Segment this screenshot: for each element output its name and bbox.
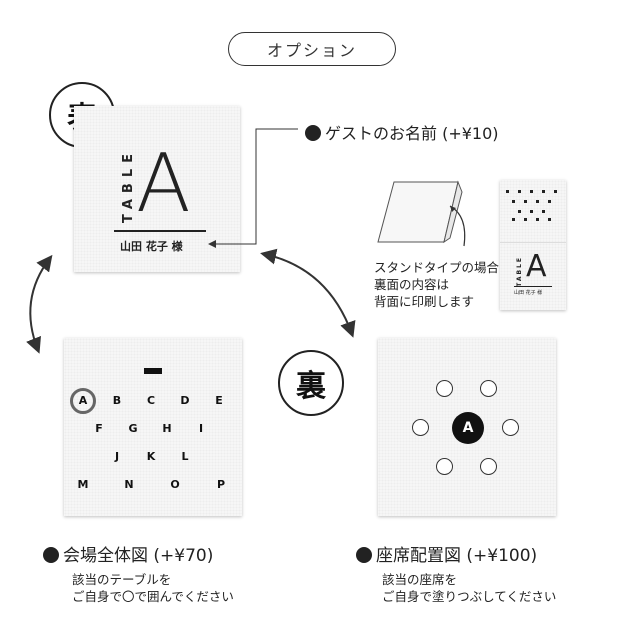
venue-table-letter: G: [128, 422, 138, 435]
front-divider: [114, 230, 206, 232]
seat-circle: [436, 380, 453, 397]
seat-map-note: 該当の座席を ご自身で塗りつぶしてください: [382, 572, 557, 604]
seat-map-callout: 座席配置図 (+¥100): [356, 541, 537, 566]
venue-map-note: 該当のテーブルを ご自身で〇で囲んでください: [72, 572, 234, 604]
seat-circle: [436, 458, 453, 475]
seat-circle: [502, 419, 519, 436]
bullet-dot: [43, 547, 59, 563]
venue-table-letter: P: [216, 478, 226, 491]
venue-table-letter: D: [180, 394, 190, 407]
venue-table-letter: H: [162, 422, 172, 435]
seat-table-center: A: [452, 412, 484, 444]
guest-name-callout: ゲストのお名前 (+¥10): [305, 120, 499, 144]
front-table-word: TABLE: [121, 148, 136, 223]
venue-table-letter: C: [146, 394, 156, 407]
front-big-letter: A: [136, 137, 191, 230]
front-guest-name: 山田 花子 様: [120, 240, 183, 253]
bullet-dot: [356, 547, 372, 563]
mini-big-letter: A: [526, 249, 547, 284]
seat-circle: [480, 458, 497, 475]
bullet-dot: [305, 125, 321, 141]
venue-table-letter: B: [112, 394, 122, 407]
venue-table-letter: J: [114, 450, 120, 463]
circled-table-ring: [70, 388, 96, 414]
back-badge: 裏: [278, 350, 344, 416]
venue-table-letter: L: [181, 450, 189, 463]
stage-bar: [144, 368, 162, 374]
venue-table-letter: E: [215, 394, 223, 407]
front-card: TABLE A 山田 花子 様: [74, 106, 240, 272]
venue-table-letter: M: [77, 478, 89, 491]
mini-fold-line: [500, 242, 566, 243]
seat-circle: [412, 419, 429, 436]
venue-table-letter: N: [124, 478, 134, 491]
venue-map-callout: 会場全体図 (+¥70): [43, 541, 213, 566]
options-title: オプション: [228, 32, 396, 66]
seat-circle: [480, 380, 497, 397]
venue-table-letter: I: [198, 422, 204, 435]
venue-map-card: A B C D E F G H I J K L M N O P: [64, 338, 242, 516]
mini-divider: [514, 286, 552, 287]
venue-table-letter: O: [170, 478, 180, 491]
mini-guest-name: 山田 花子 様: [514, 290, 543, 296]
stand-type-note: スタンドタイプの場合 裏面の内容は 背面に印刷します: [374, 260, 500, 309]
venue-table-letter: A: [78, 394, 88, 407]
venue-table-letter: F: [95, 422, 103, 435]
mini-table-word: TABLE: [516, 256, 523, 287]
mini-venue-grid: [506, 190, 557, 221]
mini-card: TABLE A 山田 花子 様: [500, 180, 566, 310]
seat-chart-card: A: [378, 338, 556, 516]
venue-table-letter: K: [146, 450, 156, 463]
stand-card-illustration: [377, 180, 466, 247]
